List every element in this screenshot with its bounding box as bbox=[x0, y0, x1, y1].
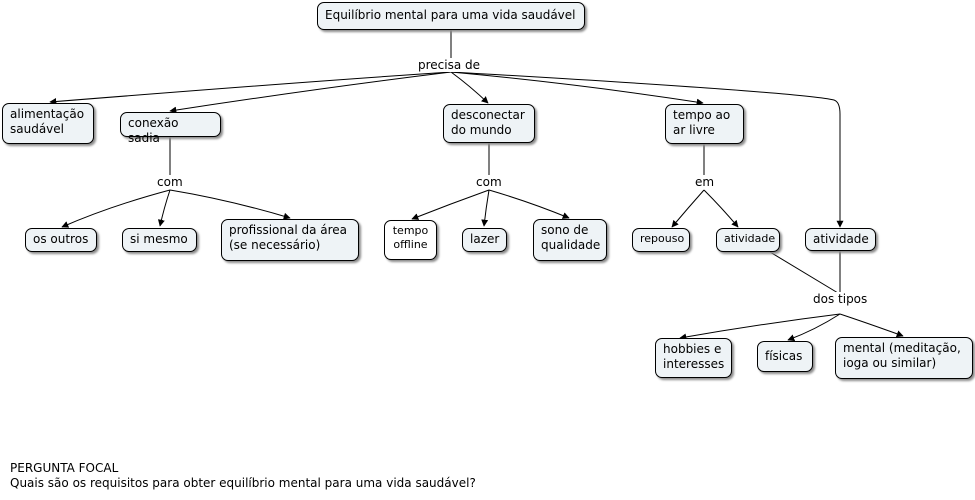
focal-question-text: Quais são os requisitos para obter equil… bbox=[10, 476, 476, 490]
arrow-to-os-outros bbox=[61, 189, 171, 228]
arrow-to-atividade-small bbox=[703, 189, 739, 228]
line-atividade-small-to-dos-tipos bbox=[769, 251, 839, 294]
arrow-to-si-mesmo bbox=[157, 189, 171, 227]
concept-mental[interactable]: mental (meditação, ioga ou similar) bbox=[835, 337, 973, 379]
concept-si-mesmo[interactable]: si mesmo bbox=[122, 228, 197, 252]
arrow-to-tempo-ar-livre bbox=[450, 71, 704, 106]
arrow-to-mental bbox=[839, 313, 904, 338]
arrow-to-lazer bbox=[481, 189, 490, 227]
arrow-to-desconectar bbox=[450, 71, 489, 104]
concept-profissional-da-area[interactable]: profissional da área (se necessário) bbox=[221, 219, 359, 261]
arrow-to-fisicas bbox=[787, 313, 841, 342]
link-label-com-conexao: com bbox=[156, 175, 184, 189]
concept-sono-de-qualidade[interactable]: sono de qualidade bbox=[533, 219, 607, 261]
concept-os-outros[interactable]: os outros bbox=[25, 228, 97, 252]
concept-atividade[interactable]: atividade bbox=[805, 228, 876, 251]
concept-atividade-small[interactable]: atividade bbox=[716, 228, 780, 252]
focal-question-title: PERGUNTA FOCAL bbox=[10, 461, 119, 475]
concept-fisicas[interactable]: físicas bbox=[757, 341, 813, 372]
arrow-to-repouso bbox=[671, 189, 705, 228]
concept-alimentacao-saudavel[interactable]: alimentação saudável bbox=[2, 103, 94, 144]
concept-tempo-offline[interactable]: tempo offline bbox=[384, 220, 437, 260]
link-label-dos-tipos: dos tipos bbox=[812, 292, 869, 306]
arrow-to-tempo-offline bbox=[411, 189, 490, 220]
arrow-to-sono bbox=[488, 189, 570, 219]
concept-desconectar-do-mundo[interactable]: desconectar do mundo bbox=[443, 104, 535, 143]
link-label-em: em bbox=[694, 175, 716, 189]
concept-lazer[interactable]: lazer bbox=[462, 228, 507, 252]
arrow-to-profissional bbox=[169, 189, 291, 220]
link-label-precisa-de: precisa de bbox=[417, 58, 482, 72]
arrow-to-hobbies bbox=[679, 313, 841, 341]
concept-hobbies-e-interesses[interactable]: hobbies e interesses bbox=[655, 338, 732, 378]
link-label-com-desconectar: com bbox=[475, 175, 503, 189]
concept-repouso[interactable]: repouso bbox=[632, 228, 690, 252]
root-concept[interactable]: Equilíbrio mental para uma vida saudável bbox=[317, 2, 585, 30]
arrow-to-alimentacao bbox=[49, 71, 452, 105]
concept-tempo-ao-ar-livre[interactable]: tempo ao ar livre bbox=[665, 104, 744, 144]
concept-conexao-sadia[interactable]: conexão sadia bbox=[120, 112, 221, 145]
arrow-to-atividade bbox=[450, 71, 844, 228]
arrow-to-conexao bbox=[169, 71, 452, 114]
